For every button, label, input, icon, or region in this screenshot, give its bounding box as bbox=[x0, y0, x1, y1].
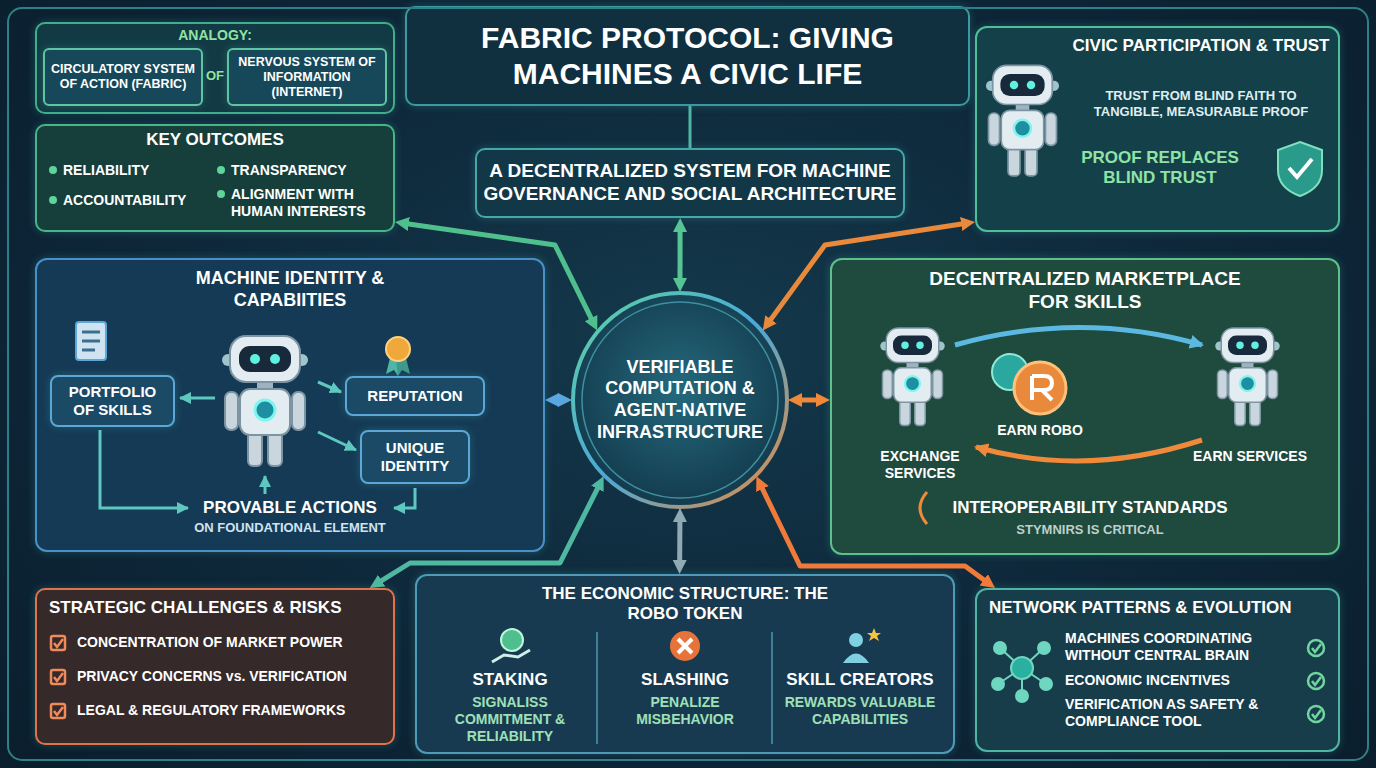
column-heading: SLASHING bbox=[600, 670, 770, 690]
list-item: ALIGNMENT WITH HUMAN INTERESTS bbox=[231, 186, 391, 220]
connector-arrow bbox=[557, 398, 560, 403]
figure-label: EXCHANGE SERVICES bbox=[855, 448, 985, 482]
panel-heading: ANALOGY: bbox=[35, 27, 395, 44]
panel-text: PROVABLE ACTIONS bbox=[145, 498, 435, 518]
list-item: CONCENTRATION OF MARKET POWER bbox=[77, 634, 389, 651]
list-item: TRANSPARENCY bbox=[231, 162, 391, 179]
box-label: VERIFIABLE COMPUTATION & AGENT-NATIVE IN… bbox=[592, 357, 768, 443]
panel-heading: THE ECONOMIC STRUCTURE: THE ROBO TOKEN bbox=[535, 584, 835, 625]
column-heading: SKILL CREATORS bbox=[775, 670, 945, 690]
box-label: REPUTATION bbox=[367, 387, 462, 405]
feature-box: REPUTATION bbox=[345, 376, 485, 416]
figure-label: EARN ROBO bbox=[980, 422, 1100, 439]
panel-heading: NETWORK PATTERNS & EVOLUTION bbox=[989, 598, 1329, 618]
civic-panel: CIVIC PARTICIPATION & TRUST TRUST FROM BL… bbox=[975, 26, 1340, 232]
panel-text: TRUST FROM BLIND FAITH TO TANGIBLE, MEAS… bbox=[1070, 88, 1332, 119]
analogy-box: CIRCULATORY SYSTEM OF ACTION (FABRIC) bbox=[43, 48, 203, 106]
title-link bbox=[690, 106, 691, 148]
box-label: CIRCULATORY SYSTEM OF ACTION (FABRIC) bbox=[51, 62, 195, 92]
box-label: A DECENTRALIZED SYSTEM FOR MACHINE GOVER… bbox=[483, 160, 897, 206]
connector-arrow bbox=[677, 520, 682, 562]
feature-box: UNIQUE IDENTITY bbox=[360, 430, 470, 484]
highlight-text: PROOF REPLACES BLIND TRUST bbox=[1070, 148, 1250, 189]
panel-text: STYMNIRS IS CRITICAL bbox=[870, 522, 1310, 538]
panel-text: ON FOUNDATIONAL ELEMENT bbox=[145, 520, 435, 536]
panel-heading: CIVIC PARTICIPATION & TRUST bbox=[1070, 36, 1332, 56]
network-panel: NETWORK PATTERNS & EVOLUTION MACHINES COO… bbox=[975, 588, 1340, 752]
box-label: UNIQUE IDENTITY bbox=[368, 439, 462, 475]
title-text: FABRIC PROTOCOL: GIVING MACHINES A CIVIC… bbox=[415, 20, 960, 92]
connector-arrow bbox=[678, 230, 683, 280]
panel-heading: KEY OUTCOMES bbox=[35, 130, 395, 150]
list-item: ECONOMIC INCENTIVES bbox=[1065, 672, 1290, 689]
feature-box: PORTFOLIO OF SKILLS bbox=[50, 375, 175, 427]
list-item: MACHINES COORDINATING WITHOUT CENTRAL BR… bbox=[1065, 630, 1290, 664]
panel-heading: DECENTRALIZED MARKETPLACE FOR SKILLS bbox=[925, 268, 1245, 314]
risks-panel: STRATEGIC CHALLENGES & RISKS CONCENTRATIO… bbox=[35, 588, 395, 745]
connector-arrow bbox=[800, 397, 818, 402]
outer-frame bbox=[8, 8, 1368, 760]
token-panel: THE ECONOMIC STRUCTURE: THE ROBO TOKEN ST… bbox=[415, 574, 955, 754]
outcomes-panel: KEY OUTCOMES RELIABILITY TRANSPARENCY ACCOU… bbox=[35, 124, 395, 232]
identity-panel: MACHINE IDENTITY & CAPABIITIES PROVABLE A… bbox=[35, 258, 545, 552]
title-link bbox=[689, 106, 692, 148]
panel-heading: STRATEGIC CHALLENGES & RISKS bbox=[49, 598, 385, 618]
box-label: PORTFOLIO OF SKILLS bbox=[58, 383, 167, 419]
title-box: FABRIC PROTOCOL: GIVING MACHINES A CIVIC… bbox=[405, 6, 970, 106]
figure-label: EARN SERVICES bbox=[1185, 448, 1315, 465]
column-heading: STAKING bbox=[425, 670, 595, 690]
list-item: LEGAL & REGULATORY FRAMEWORKS bbox=[77, 702, 389, 719]
column-text: REWARDS VALUABLE CAPABILITIES bbox=[775, 694, 945, 728]
analogy-panel: ANALOGY: OF CIRCULATORY SYSTEM OF ACTION (… bbox=[35, 22, 395, 114]
marketplace-panel: DECENTRALIZED MARKETPLACE FOR SKILLS EXCH… bbox=[830, 258, 1340, 555]
column-text: SIGNALISS COMMITMENT & RELIABILITY bbox=[425, 694, 595, 744]
list-item: RELIABILITY bbox=[63, 162, 213, 179]
panel-text: INTEROPERABILITY STANDARDS bbox=[870, 498, 1310, 518]
column-text: PENALIZE MISBEHAVIOR bbox=[600, 694, 770, 728]
connector-word: OF bbox=[203, 68, 227, 84]
panel-heading: MACHINE IDENTITY & CAPABIITIES bbox=[140, 268, 440, 311]
list-item: PRIVACY CONCERNS vs. VERIFICATION bbox=[77, 668, 389, 685]
hub-outline bbox=[573, 293, 787, 507]
hub-outline bbox=[582, 302, 778, 498]
analogy-box: NERVOUS SYSTEM OF INFORMATION (INTERNET) bbox=[227, 48, 387, 106]
list-item: VERIFICATION AS SAFETY & COMPLIANCE TOOL bbox=[1065, 696, 1290, 730]
box-label: NERVOUS SYSTEM OF INFORMATION (INTERNET) bbox=[235, 55, 379, 100]
hub-circle: VERIFIABLE COMPUTATION & AGENT-NATIVE IN… bbox=[570, 290, 790, 510]
outer-frame bbox=[8, 8, 1368, 760]
subtitle-box: A DECENTRALIZED SYSTEM FOR MACHINE GOVER… bbox=[475, 148, 905, 218]
list-item: ACCOUNTABILITY bbox=[63, 192, 213, 209]
